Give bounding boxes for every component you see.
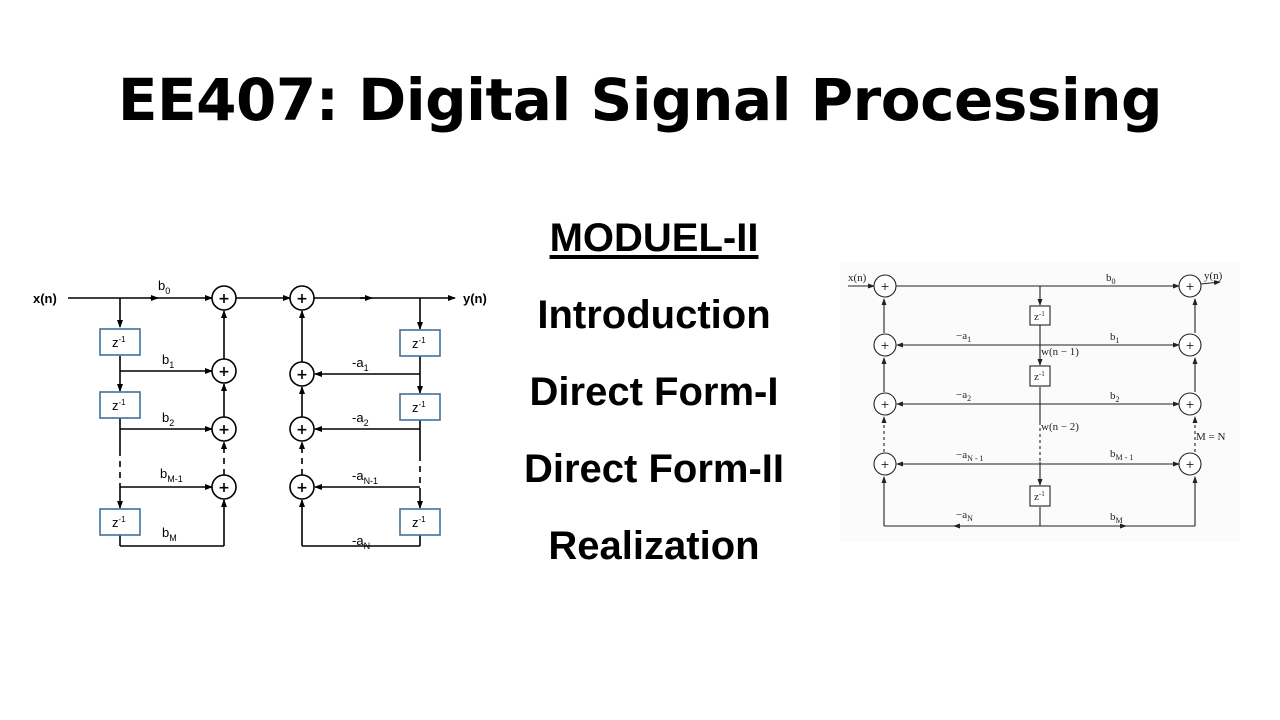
df2-adder-out-0 <box>1178 274 1202 298</box>
svg-text:b2: b2 <box>162 410 174 428</box>
svg-text:+: + <box>1185 339 1194 352</box>
svg-text:bM - 1: bM - 1 <box>1110 448 1133 462</box>
direct-form-2-diagram: + + + + + + + + z-1 z-1 z-1 x(n) y(n) w(… <box>840 262 1240 542</box>
svg-text:w(n − 2): w(n − 2) <box>1041 421 1079 433</box>
svg-text:-a1: -a1 <box>352 355 369 373</box>
df1-delay-right-3 <box>399 508 441 536</box>
df2-adder-in-n1 <box>873 452 897 476</box>
df1-adder-b1 <box>211 358 237 384</box>
svg-text:+: + <box>880 280 889 293</box>
df2-adder-out-1 <box>1178 333 1202 357</box>
svg-text:z-1: z-1 <box>412 336 426 351</box>
df2-delay-2 <box>1029 365 1051 387</box>
module-topic-list: MODUEL-II Introduction Direct Form-I Dir… <box>470 208 838 593</box>
topic-direct-form-2: Direct Form-II <box>523 447 785 491</box>
svg-text:z-1: z-1 <box>112 398 126 413</box>
svg-text:z-1: z-1 <box>412 515 426 530</box>
svg-text:z-1: z-1 <box>1034 370 1045 383</box>
svg-text:−a2: −a2 <box>956 389 971 403</box>
df1-adder-bm1 <box>211 474 237 500</box>
svg-text:w(n − 1): w(n − 1) <box>1041 346 1079 358</box>
svg-text:z-1: z-1 <box>412 400 426 415</box>
df1-delay-right-2 <box>399 393 441 421</box>
svg-text:+: + <box>296 291 308 307</box>
df1-adder-out-right <box>289 285 315 311</box>
df1-adder-a1 <box>289 361 315 387</box>
df2-adder-in-2 <box>873 392 897 416</box>
slide-title: EE407: Digital Signal Processing <box>117 66 1163 134</box>
df1-delay-right-1 <box>399 329 441 357</box>
df1-delay-left-1 <box>99 328 141 356</box>
svg-text:bM-1: bM-1 <box>160 466 183 484</box>
df2-adder-in-0 <box>873 274 897 298</box>
svg-text:-aN: -aN <box>352 533 370 551</box>
df1-output-label: y(n) <box>463 291 487 306</box>
df2-adder-in-1 <box>873 333 897 357</box>
svg-text:−aN: −aN <box>956 509 973 523</box>
df1-adder-a2 <box>289 416 315 442</box>
svg-text:b0: b0 <box>1106 272 1116 286</box>
topic-realization: Realization <box>548 524 760 568</box>
svg-text:+: + <box>1185 458 1194 471</box>
df1-adder-b2 <box>211 416 237 442</box>
svg-text:+: + <box>218 480 230 496</box>
svg-text:+: + <box>296 422 308 438</box>
topic-direct-form-1: Direct Form-I <box>529 370 779 414</box>
direct-form-1-diagram: + + + + + + + + z-1 z-1 z-1 z-1 z-1 z-1 … <box>33 278 487 551</box>
df2-adder-out-m1 <box>1178 452 1202 476</box>
svg-text:+: + <box>880 398 889 411</box>
svg-text:b0: b0 <box>158 278 170 296</box>
svg-text:+: + <box>880 339 889 352</box>
svg-text:+: + <box>1185 398 1194 411</box>
svg-text:b2: b2 <box>1110 390 1120 404</box>
svg-text:-aN-1: -aN-1 <box>352 468 378 486</box>
df2-delay-3 <box>1029 485 1051 507</box>
df1-adder-out-left <box>211 285 237 311</box>
svg-text:b1: b1 <box>162 352 174 370</box>
svg-text:+: + <box>218 422 230 438</box>
df1-adder-an1 <box>289 474 315 500</box>
svg-text:bM: bM <box>1110 511 1123 525</box>
svg-text:+: + <box>296 367 308 383</box>
svg-text:z-1: z-1 <box>1034 490 1045 503</box>
svg-text:bM: bM <box>162 525 177 543</box>
svg-text:z-1: z-1 <box>112 515 126 530</box>
svg-text:−aN - 1: −aN - 1 <box>956 449 984 463</box>
svg-text:+: + <box>880 458 889 471</box>
topic-introduction: Introduction <box>537 293 771 337</box>
df1-delay-left-2 <box>99 391 141 419</box>
df2-delay-1 <box>1029 305 1051 326</box>
svg-text:−a1: −a1 <box>956 330 971 344</box>
svg-text:z-1: z-1 <box>1034 310 1045 323</box>
svg-text:b1: b1 <box>1110 331 1120 345</box>
svg-text:+: + <box>296 480 308 496</box>
svg-text:z-1: z-1 <box>112 335 126 350</box>
df2-adder-out-2 <box>1178 392 1202 416</box>
svg-text:M = N: M = N <box>1196 431 1225 443</box>
svg-text:+: + <box>218 291 230 307</box>
svg-text:+: + <box>218 364 230 380</box>
svg-text:+: + <box>1185 280 1194 293</box>
df2-output-label: y(n) <box>1204 270 1223 282</box>
svg-text:-a2: -a2 <box>352 410 369 428</box>
df1-input-label: x(n) <box>33 291 57 306</box>
module-heading: MODUEL-II <box>549 216 759 260</box>
df2-input-label: x(n) <box>848 272 867 284</box>
df1-delay-left-3 <box>99 508 141 536</box>
